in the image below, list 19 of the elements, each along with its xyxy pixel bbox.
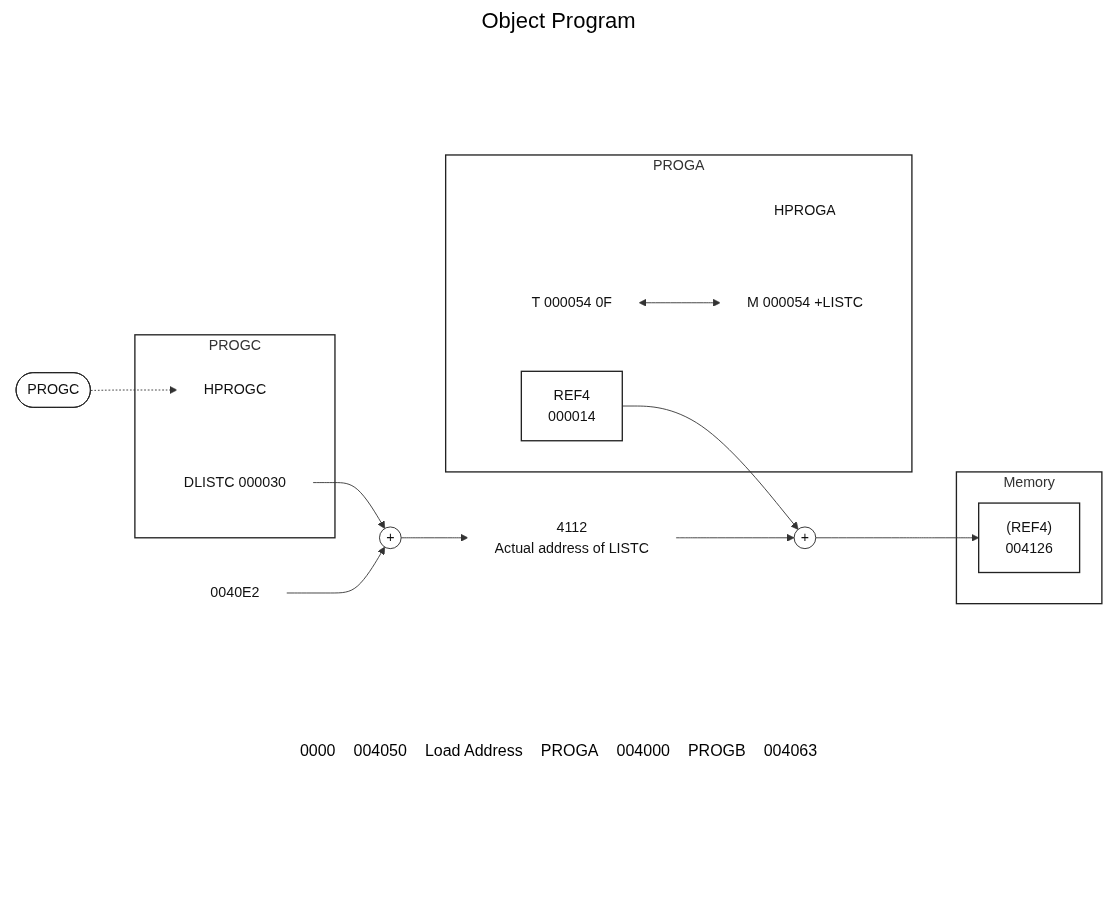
- node-text: DLISTC 000030: [183, 474, 286, 490]
- node-text: 0040E2: [209, 584, 259, 601]
- node-circle: +: [378, 526, 402, 550]
- node-text: HPROGA: [773, 202, 836, 218]
- node-circle: +: [793, 526, 816, 550]
- note-text: PROGA: [540, 742, 599, 760]
- note-text: 004050: [353, 742, 407, 760]
- note-text: Load Address: [424, 742, 523, 760]
- note-text: 004000: [616, 742, 670, 760]
- node-text: HPROGC: [203, 381, 266, 398]
- node-box: (REF4) 004126: [977, 502, 1080, 574]
- diagram-title: Object Program: [480, 8, 637, 34]
- node-text: M 000054 +LISTC: [746, 294, 863, 310]
- node-text: T 000054 0F: [531, 294, 612, 310]
- node-text: 4112 Actual address of LISTC: [494, 519, 649, 556]
- node-box: REF4 000014: [520, 370, 623, 442]
- note-text: 0000: [299, 742, 336, 760]
- note-text: PROGB: [687, 742, 746, 760]
- note-text: 004063: [763, 742, 818, 760]
